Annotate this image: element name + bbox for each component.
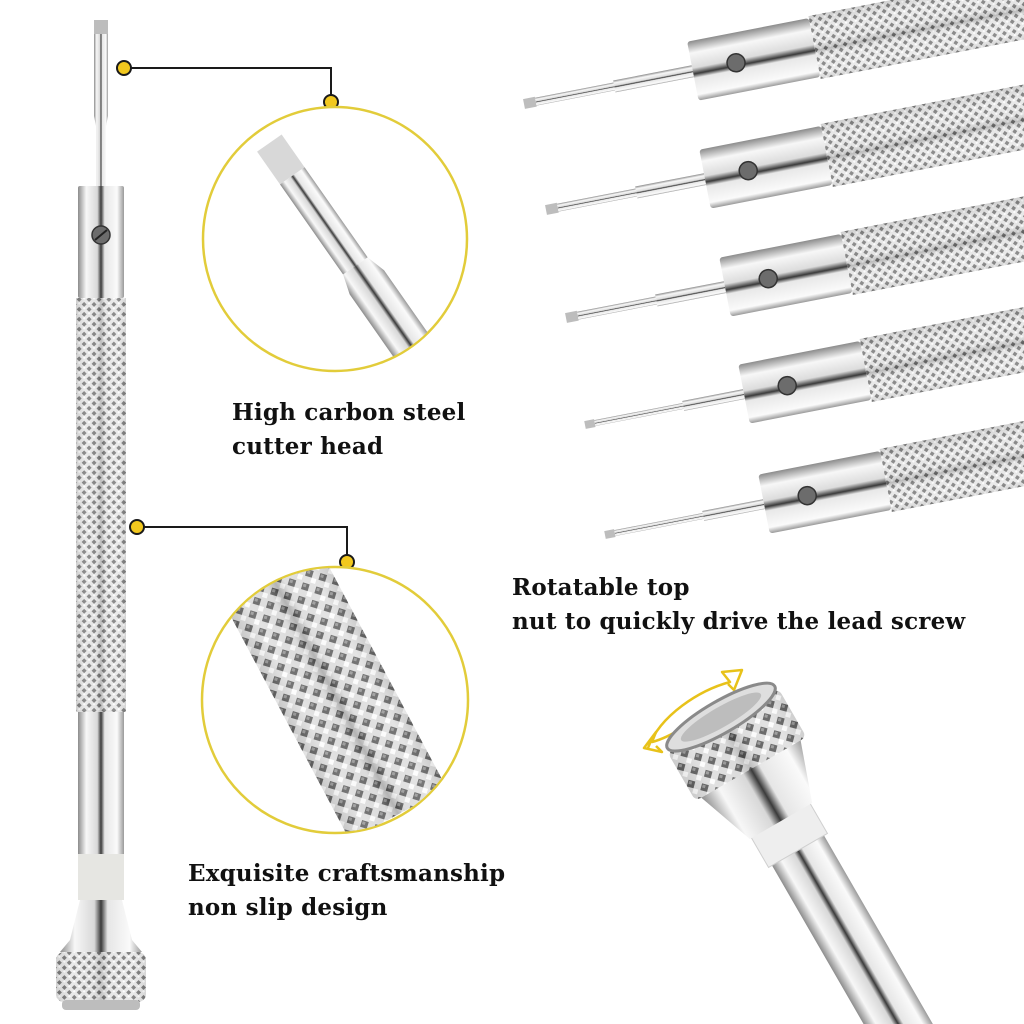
set-screwdriver-3 bbox=[565, 182, 1024, 323]
caption-line: High carbon steel bbox=[232, 399, 466, 426]
set-screwdriver-5 bbox=[604, 399, 1024, 539]
caption-line: cutter head bbox=[232, 433, 384, 460]
screwdriver-set bbox=[523, 0, 1024, 539]
set-screwdriver-4 bbox=[584, 289, 1024, 429]
caption-line: non slip design bbox=[188, 894, 388, 921]
callout-dot-icon bbox=[116, 60, 132, 76]
caption-grip: Exquisite craftsmanship non slip design bbox=[188, 857, 505, 925]
main-screwdriver bbox=[56, 20, 146, 1010]
zoom-circle-knurl bbox=[200, 565, 470, 835]
callout-cutter-head-connector bbox=[116, 60, 339, 110]
callout-grip-connector bbox=[129, 519, 355, 570]
set-screwdriver-2 bbox=[545, 74, 1024, 215]
set-screwdriver-1 bbox=[523, 0, 1024, 109]
caption-cutter-head: High carbon steel cutter head bbox=[232, 396, 465, 464]
caption-line: nut to quickly drive the lead screw bbox=[512, 608, 966, 635]
zoom-circle-blade bbox=[201, 105, 469, 373]
caption-line: Exquisite craftsmanship bbox=[188, 860, 506, 887]
caption-rotatable-nut: Rotatable top nut to quickly drive the l… bbox=[512, 571, 965, 639]
rotatable-nut-closeup bbox=[642, 668, 951, 1024]
callout-dot-icon bbox=[129, 519, 145, 535]
blade-tip bbox=[94, 20, 108, 34]
caption-line: Rotatable top bbox=[512, 574, 690, 601]
